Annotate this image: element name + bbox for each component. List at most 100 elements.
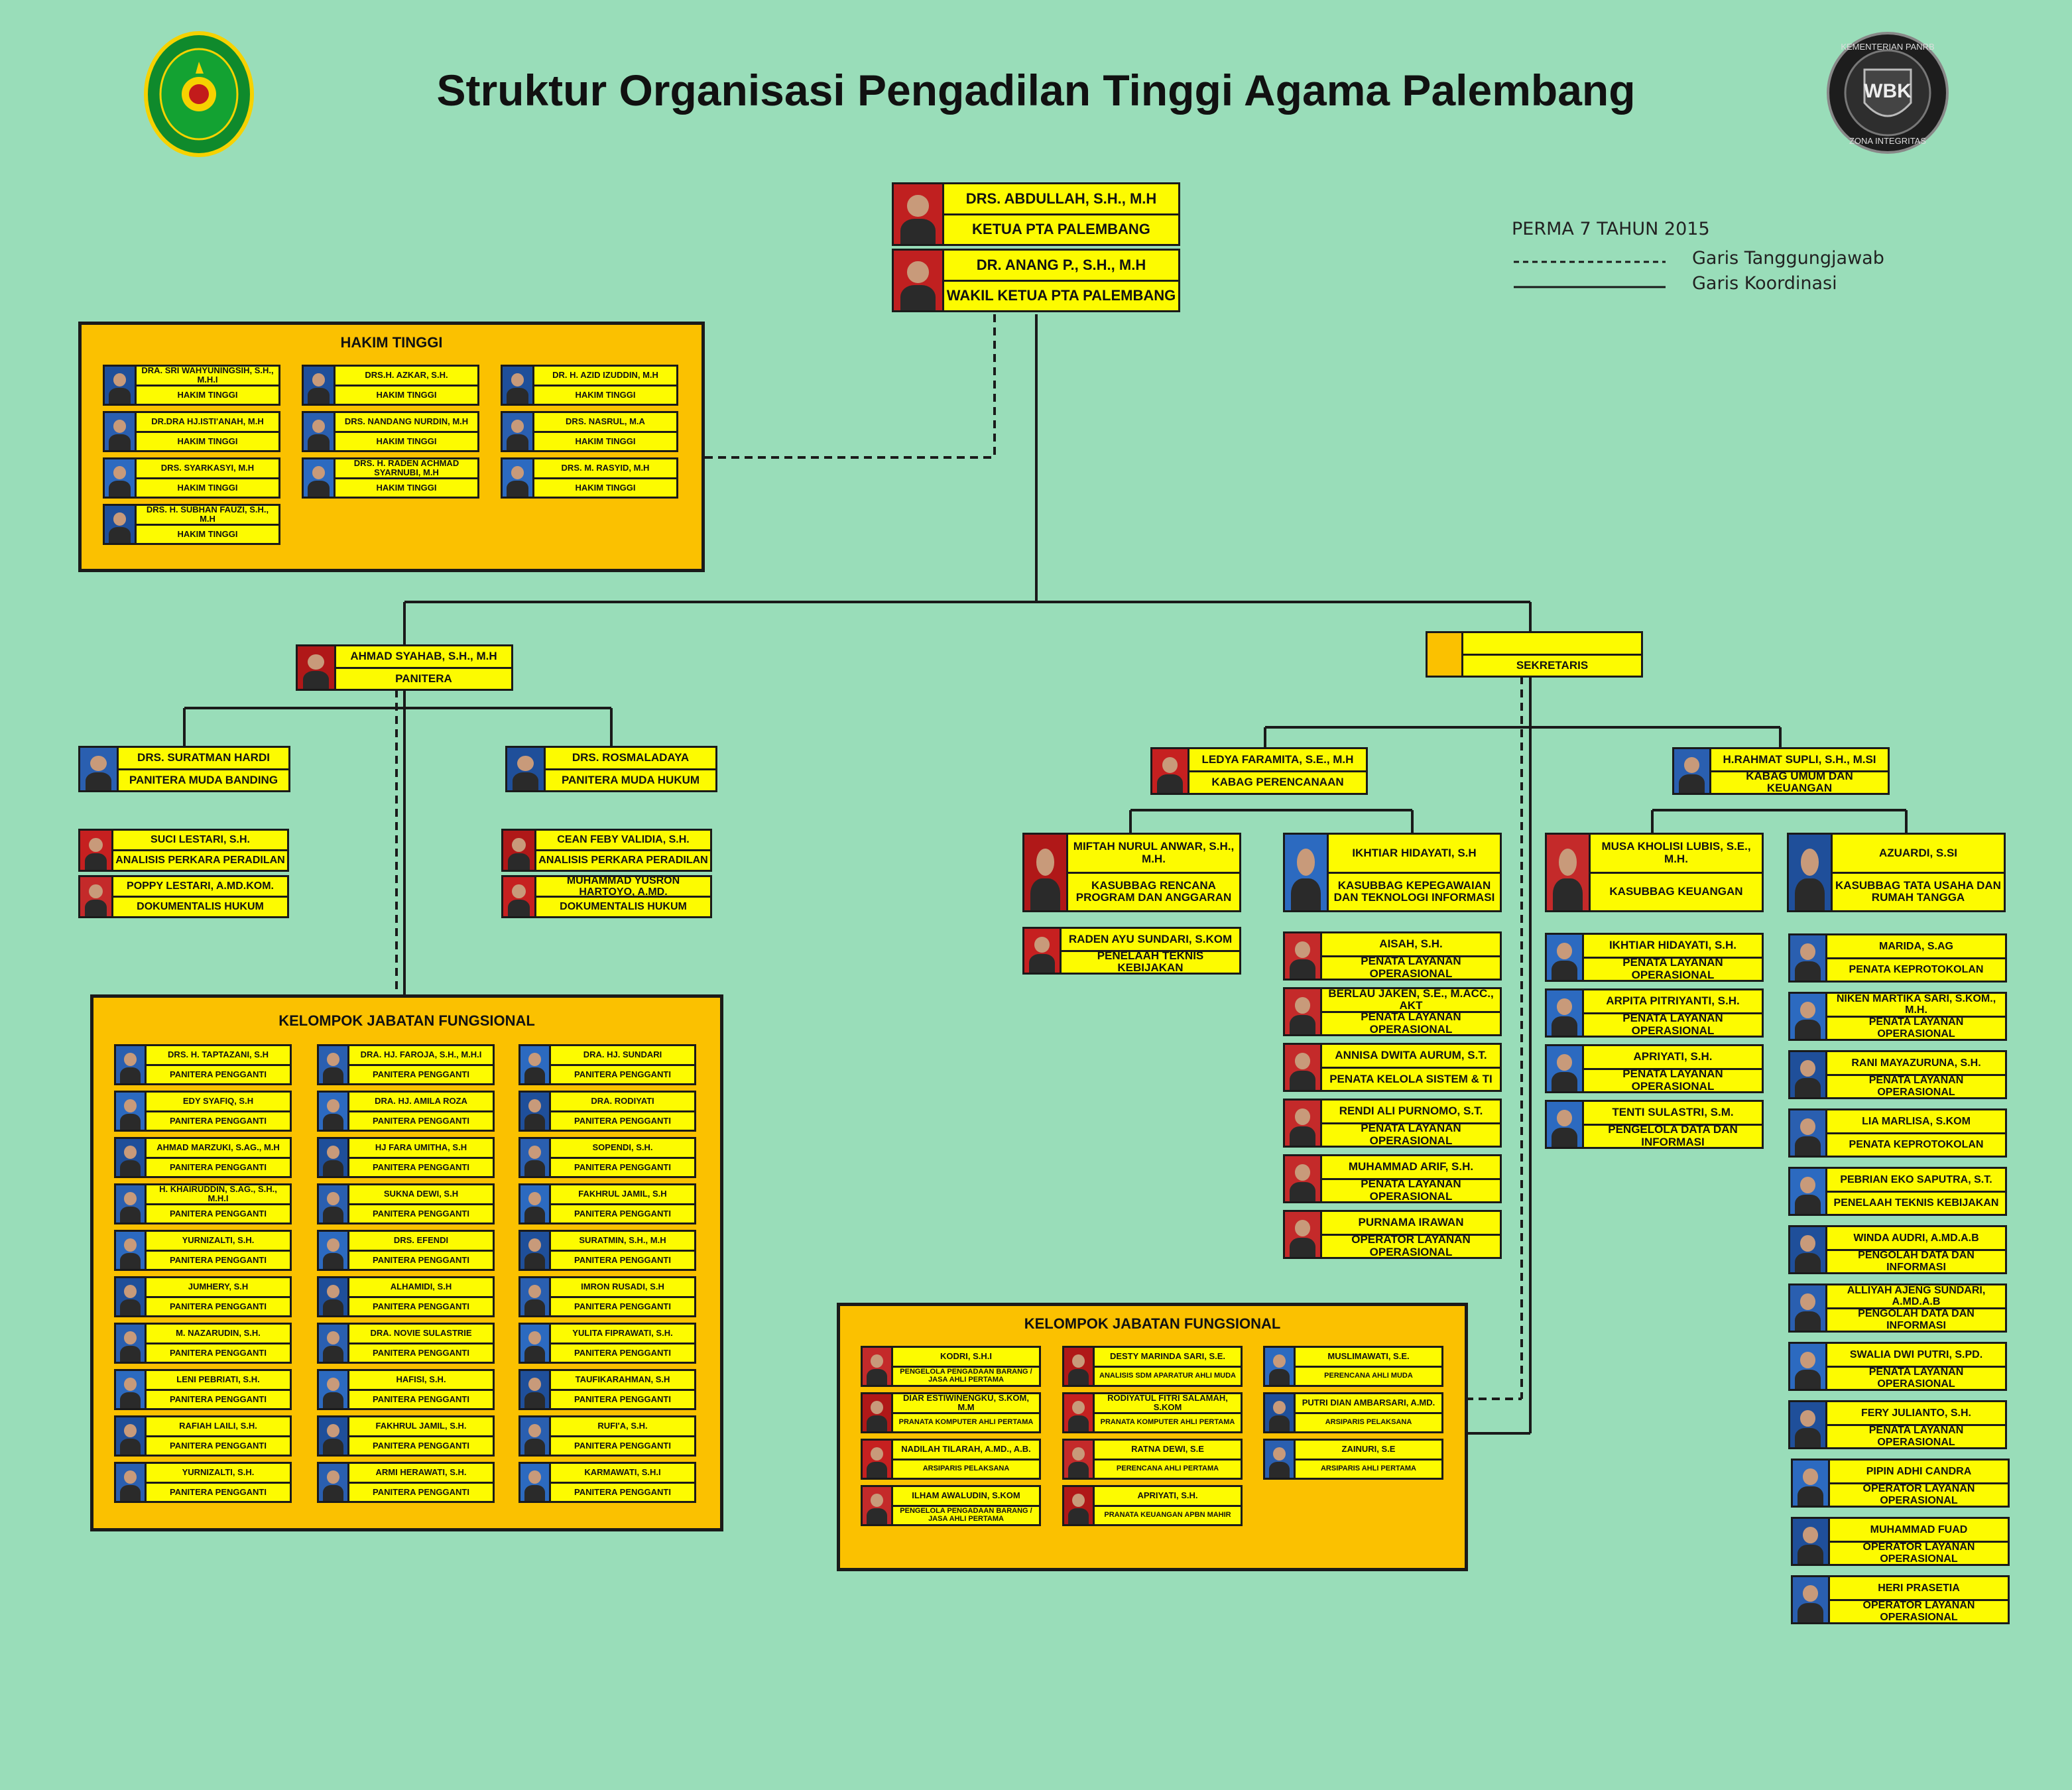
person-card: MUSLIMAWATI, S.E.PERENCANA AHLI MUDA [1263, 1346, 1443, 1387]
person-photo [1547, 935, 1584, 980]
person-name: DRA. HJ. FAROJA, S.H., M.H.I [349, 1046, 493, 1066]
person-photo [1793, 1577, 1830, 1622]
person-photo [1064, 1348, 1095, 1385]
person-name: LEDYA FARAMITA, S.E., M.H [1189, 749, 1366, 772]
person-role: HAKIM TINGGI [376, 389, 437, 400]
person-name: PUTRI DIAN AMBARSARI, A.MD. [1296, 1394, 1441, 1414]
person-photo [520, 1278, 551, 1315]
person-name: IMRON RUSADI, S.H [551, 1278, 694, 1298]
person-photo [1547, 1046, 1584, 1091]
person-photo [863, 1394, 893, 1431]
person-name: ARPITA PITRIYANTI, S.H. [1584, 990, 1762, 1014]
person-photo [520, 1093, 551, 1130]
person-photo [319, 1139, 349, 1176]
person-name: KODRI, S.H.I [893, 1348, 1039, 1368]
person-name: DRS. ABDULLAH, S.H., M.H [944, 184, 1178, 215]
person-photo [1285, 1156, 1322, 1201]
person-name: ZAINURI, S.E [1296, 1441, 1441, 1461]
person-photo [116, 1139, 147, 1176]
person-card: HAFISI, S.H.PANITERA PENGGANTI [317, 1369, 495, 1410]
person-name: DRS. SYARKASYI, M.H [137, 459, 278, 479]
person-role: HAKIM TINGGI [575, 389, 636, 400]
person-role: PANITERA PENGGANTI [373, 1162, 469, 1172]
person-role: ARSIPARIS PELAKSANA [922, 1464, 1010, 1472]
person-role: HAKIM TINGGI [177, 528, 238, 539]
person-name: PURNAMA IRAWAN [1322, 1212, 1500, 1236]
person-name: YULITA FIPRAWATI, S.H. [551, 1325, 694, 1344]
person-name: DRS. H. SUBHAN FAUZI, S.H., M.H [137, 506, 278, 526]
person-role: PANITERA PENGGANTI [373, 1115, 469, 1126]
person-photo [116, 1325, 147, 1362]
person-photo [1790, 994, 1827, 1039]
person-role: HAKIM TINGGI [177, 389, 238, 400]
person-role: PANITERA PENGGANTI [170, 1440, 267, 1451]
person-name: TAUFIKARAHMAN, S.H [551, 1371, 694, 1391]
person-name: DRS. EFENDI [349, 1232, 493, 1252]
person-role: KASUBBAG KEUANGAN [1609, 885, 1743, 898]
person-name: DRS. H. RADEN ACHMAD SYARNUBI, M.H [335, 459, 477, 479]
person-photo [319, 1417, 349, 1455]
person-role: PERENCANA AHLI MUDA [1324, 1371, 1413, 1380]
person-card: RUFI'A, S.H.PANITERA PENGGANTI [518, 1415, 696, 1457]
person-name: H. KHAIRUDDIN, S.AG., S.H., M.H.I [147, 1185, 290, 1205]
person-name: DRA. RODIYATI [551, 1093, 694, 1112]
person-name: RADEN AYU SUNDARI, S.KOM [1062, 929, 1239, 952]
person-name: MIFTAH NURUL ANWAR, S.H., M.H. [1068, 835, 1239, 874]
person-role: PANITERA PENGGANTI [574, 1254, 671, 1265]
person-role: HAKIM TINGGI [177, 436, 238, 446]
person-photo [503, 831, 536, 870]
person-name: HJ FARA UMITHA, S.H [349, 1139, 493, 1159]
person-card: POPPY LESTARI, A.MD.KOM.DOKUMENTALIS HUK… [78, 875, 289, 918]
person-role: PANITERA PENGGANTI [574, 1115, 671, 1126]
person-role: PENATA LAYANAN OPERASIONAL [1622, 1069, 1723, 1092]
person-photo [520, 1185, 551, 1223]
person-role: ANALISIS PERKARA PERADILAN [115, 855, 285, 866]
svg-text:ZONA INTEGRITAS: ZONA INTEGRITAS [1849, 136, 1926, 146]
person-photo [1790, 1110, 1827, 1156]
person-role: PANITERA PENGGANTI [170, 1486, 267, 1497]
person-name: DR. H. AZID IZUDDIN, M.H [534, 367, 676, 387]
legend-regulation: PERMA 7 TAHUN 2015 [1512, 219, 1710, 239]
person-photo [80, 877, 113, 916]
person-name: DRS. H. TAPTAZANI, S.H [147, 1046, 290, 1066]
person-role: HAKIM TINGGI [376, 482, 437, 493]
person-photo [1790, 1344, 1827, 1389]
person-photo [1285, 1101, 1322, 1146]
person-card: DRA. RODIYATI PANITERA PENGGANTI [518, 1091, 696, 1132]
person-name: PIPIN ADHI CANDRA [1830, 1461, 2008, 1484]
person-name: SURATMIN, S.H., M.H [551, 1232, 694, 1252]
person-photo [319, 1371, 349, 1408]
person-role: PENATA LAYANAN OPERASIONAL [1361, 957, 1461, 979]
person-photo [1547, 835, 1591, 910]
person-role: PANITERA PENGGANTI [170, 1394, 267, 1404]
person-name: DRA. SRI WAHYUNINGSIH, S.H., M.H.I [137, 367, 278, 387]
wbk-emblem-logo: WBK KEMENTERIAN PANRB ZONA INTEGRITAS [1825, 30, 1951, 156]
person-role: PENATA KEPROTOKOLAN [1849, 1139, 1984, 1151]
person-role: PANITERA PENGGANTI [574, 1347, 671, 1358]
person-card: SWALIA DWI PUTRI, S.PD.PENATA LAYANAN OP… [1788, 1342, 2007, 1391]
person-photo [503, 459, 534, 497]
person-role: KASUBBAG TATA USAHA DAN RUMAH TANGGA [1835, 878, 2001, 904]
person-photo [1265, 1348, 1296, 1385]
person-photo [116, 1232, 147, 1269]
person-name: DRA. HJ. AMILA ROZA [349, 1093, 493, 1112]
person-photo [80, 831, 113, 870]
person-photo [304, 413, 335, 450]
person-name: APRIYATI, S.H. [1095, 1487, 1241, 1507]
person-name: IKHTIAR HIDAYATI, S.H [1329, 835, 1500, 874]
person-name: DIAR ESTIWINENGKU, S.KOM, M.M [893, 1394, 1039, 1414]
person-photo [863, 1348, 893, 1385]
person-role: KETUA PTA PALEMBANG [972, 221, 1150, 238]
person-name: ALHAMIDI, S.H [349, 1278, 493, 1298]
